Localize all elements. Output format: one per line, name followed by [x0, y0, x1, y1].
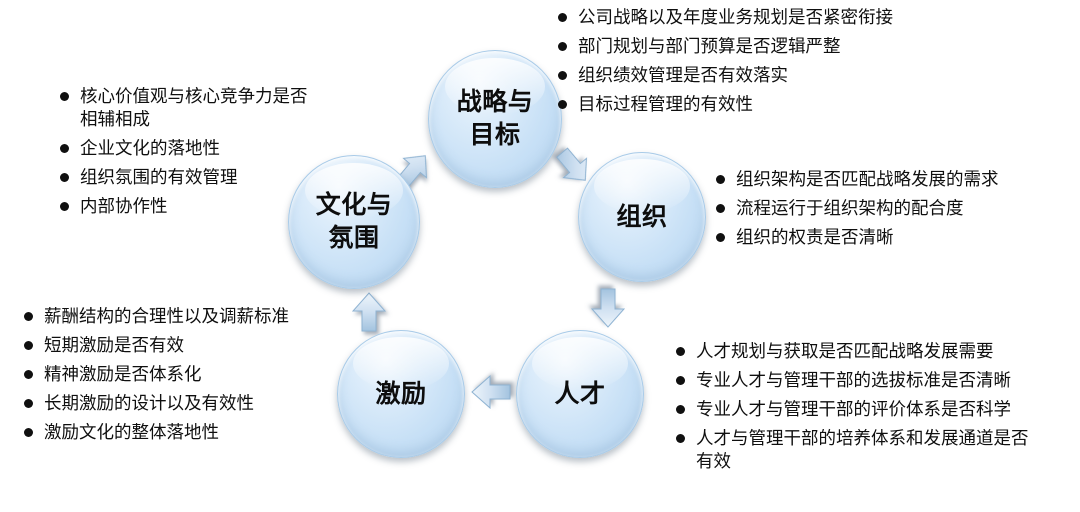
node-talent[interactable]: 人才	[516, 330, 644, 458]
bullet-icon	[676, 434, 685, 443]
list-item-text: 精神激励是否体系化	[44, 364, 202, 384]
list-item: 核心价值观与核心竞争力是否 相辅相成	[60, 85, 390, 131]
list-talent: 人才规划与获取是否匹配战略发展需要 专业人才与管理干部的选拔标准是否清晰 专业人…	[676, 340, 1068, 479]
bullet-icon	[24, 399, 33, 408]
bullet-icon	[558, 13, 567, 22]
list-item: 专业人才与管理干部的选拔标准是否清晰	[676, 369, 1068, 392]
list-item: 人才与管理干部的培养体系和发展通道是否 有效	[676, 427, 1068, 473]
bullet-icon	[716, 233, 725, 242]
list-item-text: 人才规划与获取是否匹配战略发展需要	[696, 341, 994, 361]
bullet-icon	[558, 100, 567, 109]
list-item-text: 公司战略以及年度业务规划是否紧密衔接	[578, 7, 893, 27]
list-item: 组织架构是否匹配战略发展的需求	[716, 168, 1066, 191]
list-item-text: 企业文化的落地性	[80, 138, 220, 158]
list-item-text: 激励文化的整体落地性	[44, 422, 219, 442]
list-item-text: 组织的权责是否清晰	[736, 227, 894, 247]
bullet-icon	[60, 92, 69, 101]
list-item: 短期激励是否有效	[24, 334, 354, 357]
list-item-text: 内部协作性	[80, 196, 168, 216]
bullet-icon	[60, 202, 69, 211]
list-item: 公司战略以及年度业务规划是否紧密衔接	[558, 6, 978, 29]
list-item-text: 长期激励的设计以及有效性	[44, 393, 254, 413]
list-item: 流程运行于组织架构的配合度	[716, 197, 1066, 220]
node-incentive-label: 激励	[375, 379, 427, 408]
list-item-text: 薪酬结构的合理性以及调薪标准	[44, 306, 289, 326]
list-item: 企业文化的落地性	[60, 137, 390, 160]
node-strategy[interactable]: 战略与 目标	[428, 50, 562, 188]
list-item: 内部协作性	[60, 195, 390, 218]
node-organization-label: 组织	[616, 202, 668, 231]
node-strategy-label: 战略与 目标	[456, 88, 534, 149]
bullet-icon	[24, 370, 33, 379]
node-incentive[interactable]: 激励	[337, 330, 465, 458]
list-item-text: 流程运行于组织架构的配合度	[736, 198, 964, 218]
list-item: 组织绩效管理是否有效落实	[558, 64, 978, 87]
list-item-text: 专业人才与管理干部的选拔标准是否清晰	[696, 370, 1011, 390]
bullet-icon	[60, 144, 69, 153]
list-item: 组织的权责是否清晰	[716, 226, 1066, 249]
list-item: 精神激励是否体系化	[24, 363, 354, 386]
list-item-text: 组织绩效管理是否有效落实	[578, 65, 788, 85]
list-item: 薪酬结构的合理性以及调薪标准	[24, 305, 354, 328]
list-organization: 组织架构是否匹配战略发展的需求 流程运行于组织架构的配合度 组织的权责是否清晰	[716, 168, 1066, 255]
bullet-icon	[558, 71, 567, 80]
bullet-icon	[24, 312, 33, 321]
list-item: 部门规划与部门预算是否逻辑严整	[558, 35, 978, 58]
list-item: 目标过程管理的有效性	[558, 93, 978, 116]
list-strategy: 公司战略以及年度业务规划是否紧密衔接 部门规划与部门预算是否逻辑严整 组织绩效管…	[558, 6, 978, 122]
list-item-text: 目标过程管理的有效性	[578, 94, 753, 114]
node-talent-label: 人才	[554, 379, 606, 408]
list-item: 人才规划与获取是否匹配战略发展需要	[676, 340, 1068, 363]
list-item-text: 组织架构是否匹配战略发展的需求	[736, 169, 999, 189]
node-organization[interactable]: 组织	[578, 152, 706, 282]
list-item: 激励文化的整体落地性	[24, 421, 354, 444]
list-item-text: 短期激励是否有效	[44, 335, 184, 355]
list-culture: 核心价值观与核心竞争力是否 相辅相成 企业文化的落地性 组织氛围的有效管理 内部…	[60, 85, 390, 224]
arrow-talent-to-incentive	[471, 374, 511, 410]
bullet-icon	[716, 204, 725, 213]
list-item-text: 专业人才与管理干部的评价体系是否科学	[696, 399, 1011, 419]
bullet-icon	[24, 341, 33, 350]
list-item-text: 核心价值观与核心竞争力是否 相辅相成	[80, 86, 308, 129]
bullet-icon	[60, 173, 69, 182]
list-item-text: 部门规划与部门预算是否逻辑严整	[578, 36, 841, 56]
list-item-text: 组织氛围的有效管理	[80, 167, 238, 187]
bullet-icon	[676, 376, 685, 385]
list-item: 组织氛围的有效管理	[60, 166, 390, 189]
arrow-organization-to-talent	[590, 288, 626, 328]
list-item: 专业人才与管理干部的评价体系是否科学	[676, 398, 1068, 421]
list-item: 长期激励的设计以及有效性	[24, 392, 354, 415]
bullet-icon	[24, 428, 33, 437]
bullet-icon	[716, 175, 725, 184]
list-item-text: 人才与管理干部的培养体系和发展通道是否 有效	[696, 428, 1029, 471]
bullet-icon	[676, 347, 685, 356]
list-incentive: 薪酬结构的合理性以及调薪标准 短期激励是否有效 精神激励是否体系化 长期激励的设…	[24, 305, 354, 450]
bullet-icon	[558, 42, 567, 51]
bullet-icon	[676, 405, 685, 414]
arrow-incentive-to-culture	[351, 292, 387, 332]
node-culture-label: 文化与 氛围	[315, 191, 393, 252]
